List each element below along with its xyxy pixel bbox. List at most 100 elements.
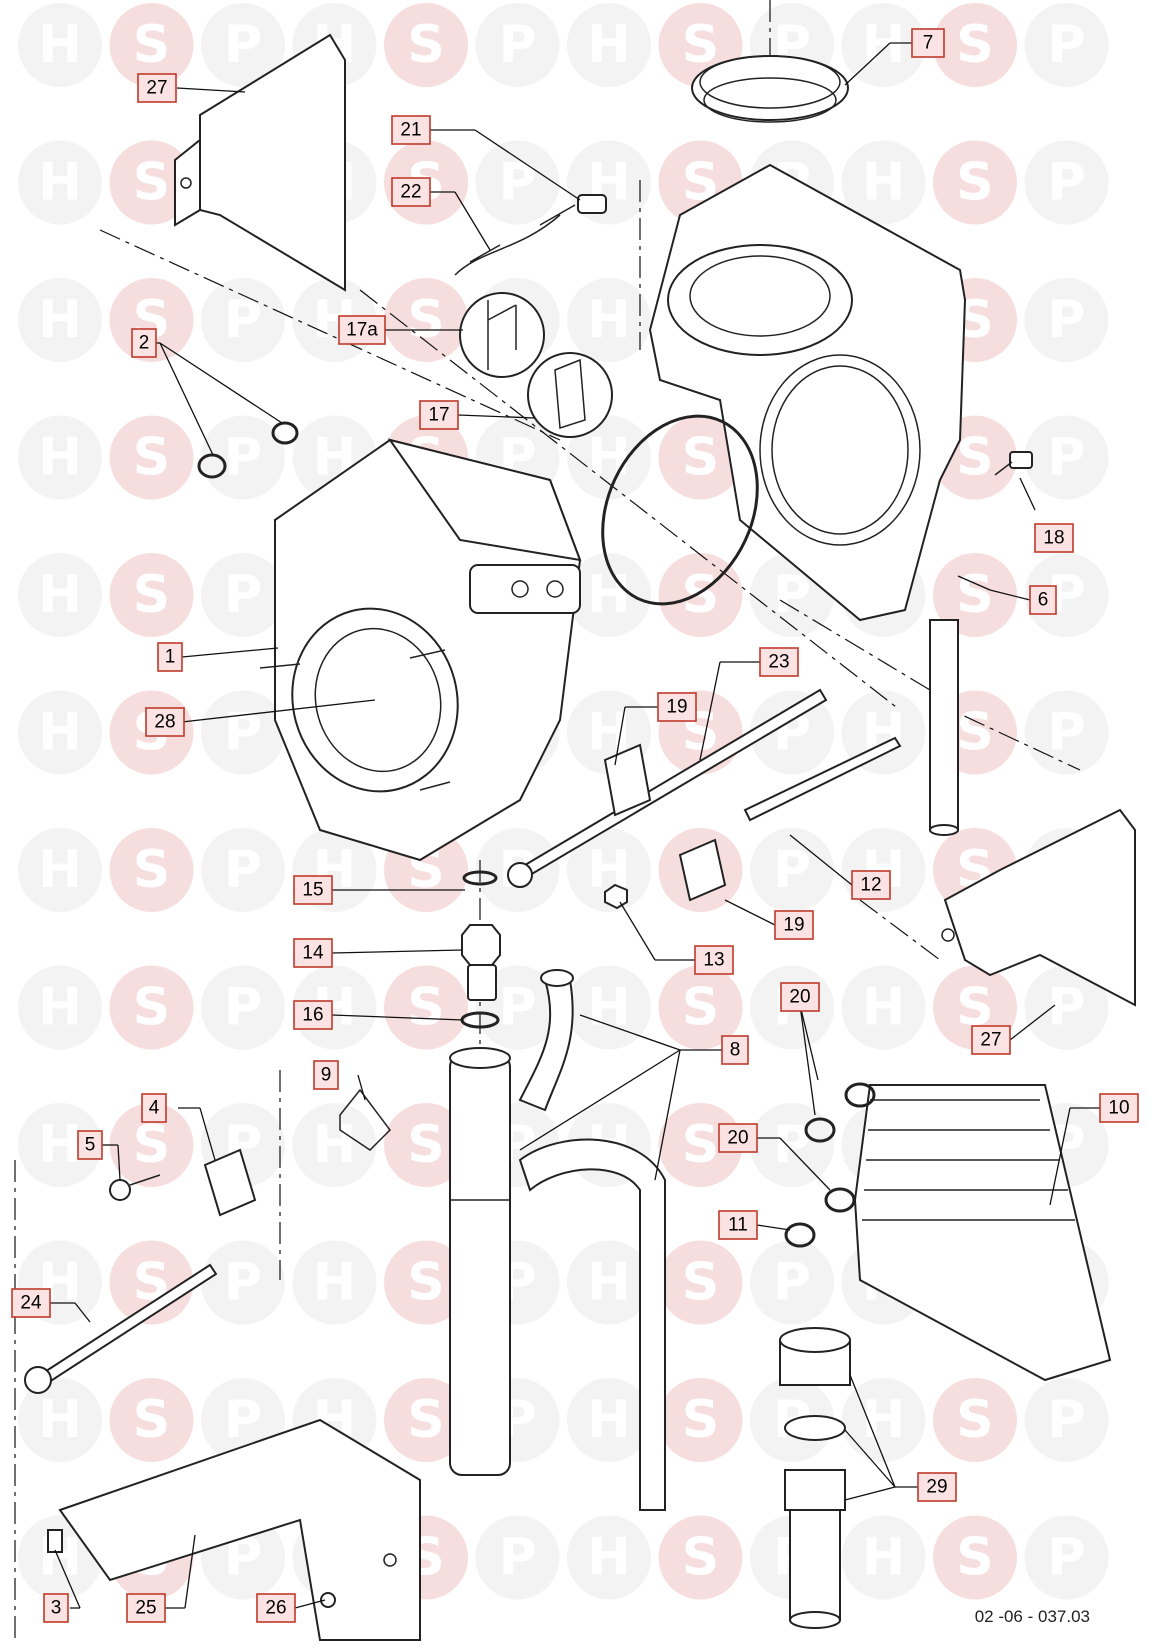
watermark-letter: S	[407, 15, 444, 75]
watermark-circle	[18, 828, 102, 912]
part-17-o-ring	[601, 414, 759, 606]
watermark-letter: S	[407, 290, 444, 350]
callout-22: 22	[391, 177, 431, 207]
watermark-circle	[750, 1103, 834, 1187]
watermark-letter: S	[682, 1253, 719, 1313]
part-9-clip	[339, 1088, 391, 1151]
watermark-circle	[384, 965, 468, 1050]
callout-25: 25	[126, 1593, 166, 1623]
watermark-letter: P	[1047, 15, 1085, 75]
watermark-circle	[750, 1240, 834, 1325]
watermark-letter: H	[38, 428, 82, 488]
part-14-15-16-fittings	[460, 870, 501, 1029]
part-17a-detail	[459, 292, 613, 438]
callout-3: 3	[43, 1593, 69, 1623]
watermark-letter: S	[407, 1390, 444, 1450]
watermark-circle	[567, 1378, 651, 1462]
callout-2: 2	[131, 328, 157, 358]
watermark-letter: P	[224, 1253, 262, 1313]
callout-label: 16	[302, 1005, 323, 1026]
watermark-letter: S	[956, 428, 993, 488]
callout-16: 16	[293, 1000, 333, 1030]
watermark-circle	[109, 1378, 194, 1462]
watermark-letter: P	[224, 15, 262, 75]
callout-12: 12	[851, 870, 891, 900]
watermark-circle	[567, 1240, 651, 1325]
callout-label: 3	[51, 1598, 62, 1619]
callout-label: 5	[85, 1135, 96, 1156]
watermark-circle	[1024, 1515, 1109, 1600]
watermark-circle	[18, 278, 102, 362]
callout-label: 22	[400, 182, 421, 203]
part-1-heat-exchanger	[259, 438, 582, 862]
watermark-letter: P	[773, 1115, 811, 1175]
callout-label: 17a	[346, 320, 378, 341]
watermark-letter: S	[956, 153, 993, 213]
watermark-letter: S	[407, 1253, 444, 1313]
callout-15: 15	[293, 875, 333, 905]
callout-26: 26	[256, 1593, 296, 1623]
watermark-letter: P	[773, 1253, 811, 1313]
watermark-letter: P	[224, 840, 262, 900]
callout-20-lower: 20	[718, 1123, 758, 1153]
watermark-circle	[18, 415, 102, 500]
watermark-circle	[658, 1515, 743, 1600]
watermark-letter: P	[1047, 428, 1085, 488]
callout-18: 18	[1034, 523, 1074, 553]
callout-19-upper: 19	[657, 692, 697, 722]
watermark-letter: P	[498, 978, 536, 1038]
watermark-circle	[567, 278, 651, 362]
watermark-letter: H	[862, 15, 906, 75]
watermark-circle	[658, 1240, 743, 1325]
watermark-circle	[841, 3, 926, 87]
callout-label: 13	[703, 950, 724, 971]
watermark-letter: S	[133, 978, 170, 1038]
watermark-circle	[109, 140, 194, 225]
watermark-letter: H	[587, 428, 631, 488]
watermark-circle	[18, 140, 102, 225]
watermark-letter: H	[587, 565, 631, 625]
watermark-circle	[841, 140, 926, 225]
watermark-circle	[475, 1515, 560, 1600]
watermark-circle	[567, 828, 651, 912]
callout-27-top: 27	[137, 73, 177, 103]
watermark-circle	[933, 553, 1017, 637]
watermark-letter: H	[313, 1253, 357, 1313]
callout-5: 5	[77, 1130, 103, 1160]
watermark-circle	[475, 140, 560, 225]
watermark-circle	[567, 3, 651, 87]
watermark-letter: S	[682, 1390, 719, 1450]
watermark-circle	[933, 140, 1017, 225]
callout-17a: 17a	[338, 315, 386, 345]
callout-13: 13	[694, 945, 734, 975]
watermark-letter: S	[133, 565, 170, 625]
watermark-letter: P	[224, 978, 262, 1038]
watermark-letter: S	[956, 15, 993, 75]
watermark-letter: S	[682, 1115, 719, 1175]
watermark-circle	[384, 1103, 468, 1187]
watermark-circle	[475, 3, 560, 87]
watermark-circle	[201, 278, 285, 362]
callout-4: 4	[141, 1093, 167, 1123]
watermark-circle	[658, 965, 743, 1050]
watermark-letter: S	[956, 703, 993, 763]
callout-10: 10	[1099, 1093, 1139, 1123]
watermark-circle	[658, 415, 743, 500]
watermark-circle	[292, 1240, 377, 1325]
watermark-letter: H	[38, 15, 82, 75]
watermark-letter: H	[862, 153, 906, 213]
watermark-letter: S	[956, 1528, 993, 1588]
part-23-12-studs	[507, 688, 902, 888]
watermark-letter: H	[862, 978, 906, 1038]
watermark-circle	[109, 828, 194, 912]
watermark-circle	[1024, 140, 1109, 225]
watermark-circle	[109, 1103, 194, 1187]
part-25-lower-bracket	[47, 1418, 421, 1641]
callout-label: 7	[923, 33, 934, 54]
watermark-letter: P	[773, 840, 811, 900]
watermark-circle	[1024, 1378, 1109, 1462]
watermark-letter: S	[133, 153, 170, 213]
watermark-circle	[201, 553, 285, 637]
part-19-brackets	[603, 743, 727, 902]
